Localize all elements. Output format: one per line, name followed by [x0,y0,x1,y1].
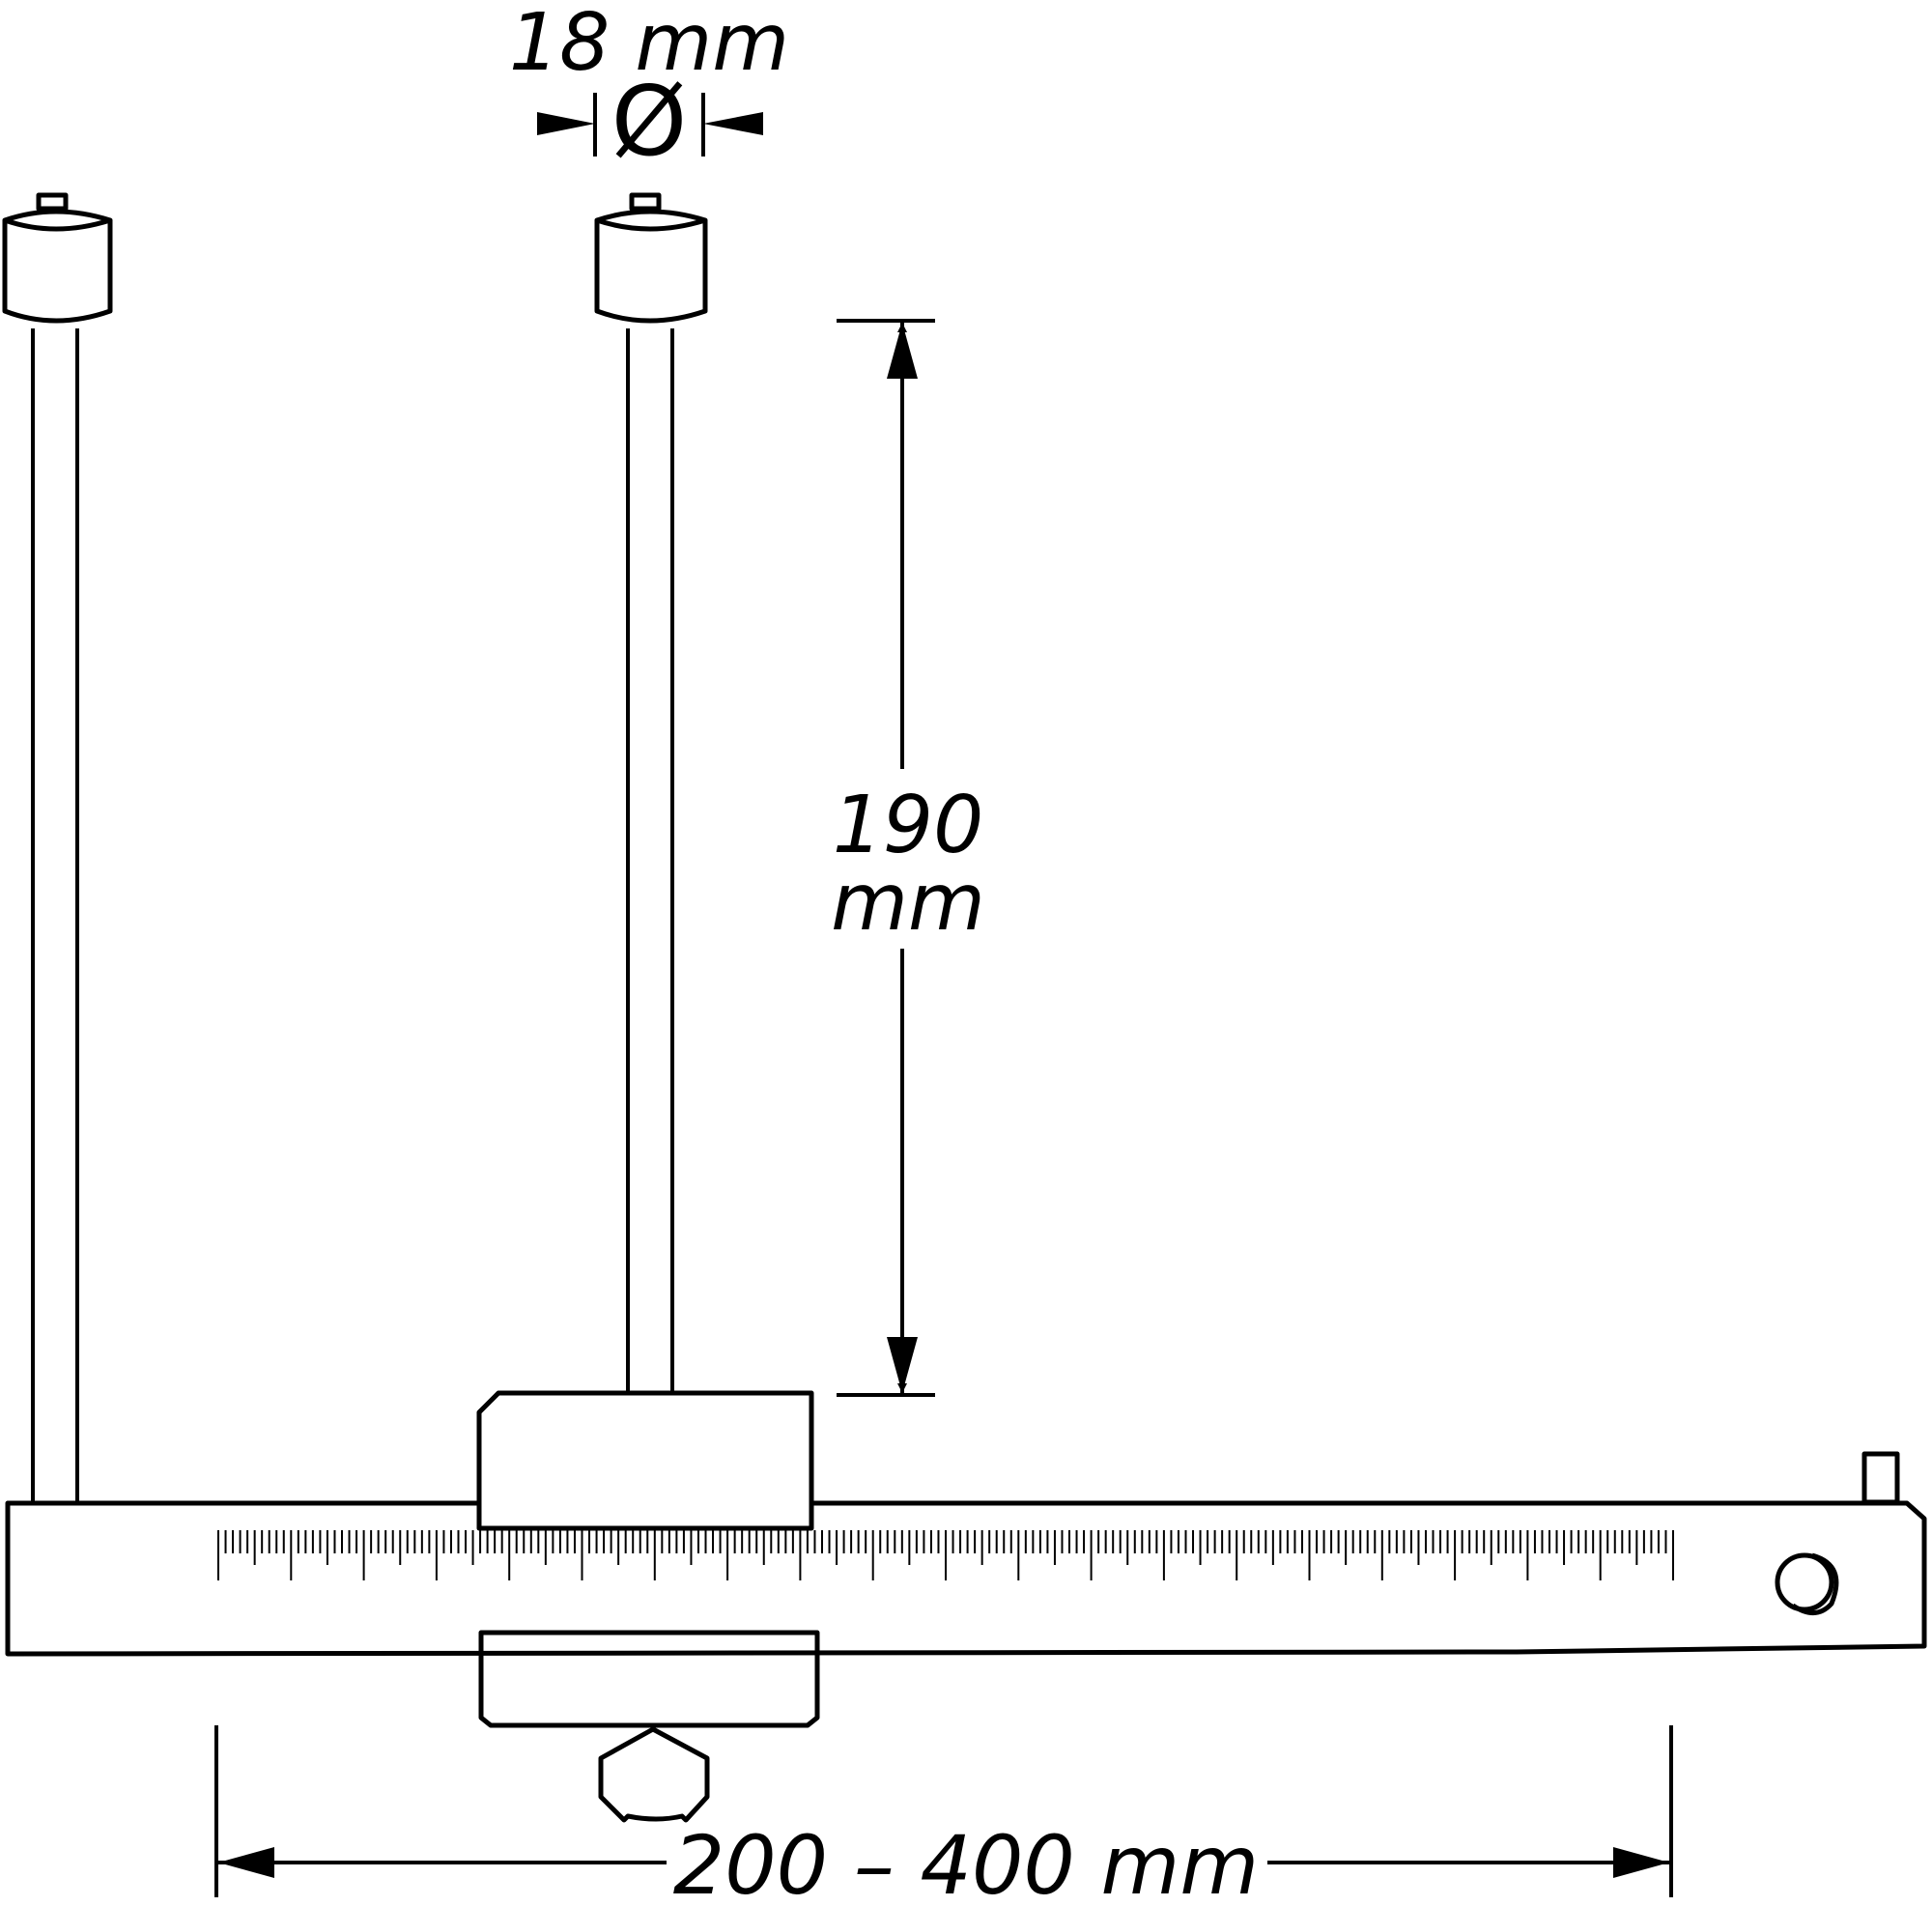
height-unit-label: mm [831,857,985,949]
movable-pin-cap [594,209,708,324]
left-pin-cap-rim [4,217,111,232]
movable-pin-tip [629,192,662,212]
left-pin-tip [36,192,69,212]
left-pin [2,192,113,1501]
diameter-dimension [537,93,763,156]
main-rule-bar [5,1500,1927,1657]
range-arrow-right [1613,1847,1669,1878]
height-arrow-top [887,323,918,379]
end-knob-ring [1775,1552,1834,1612]
clamp-screw-knob [598,1726,710,1823]
diameter-label: 18 mm [509,0,789,89]
movable-pin-cap-rim [596,217,706,232]
upper-slider-block [476,1390,814,1531]
movable-pin [594,192,708,1391]
diameter-arrow-right [703,112,763,135]
range-arrow-left [218,1847,274,1878]
range-label: 200 – 400 mm [673,1818,1259,1901]
end-stop-tab [1861,1451,1900,1505]
height-value-label: 190 [833,780,984,871]
height-arrow-bottom [887,1337,918,1393]
end-knob [1775,1552,1839,1615]
diameter-arrow-left [537,112,595,135]
mm-scale-ticks [217,1530,1674,1580]
lower-slider-block [478,1630,820,1728]
range-dimension [214,1725,1673,1897]
height-dimension [837,319,935,1397]
end-knob-highlight [1791,1552,1839,1615]
diameter-symbol: Ø [611,65,688,178]
left-pin-cap [2,209,113,324]
